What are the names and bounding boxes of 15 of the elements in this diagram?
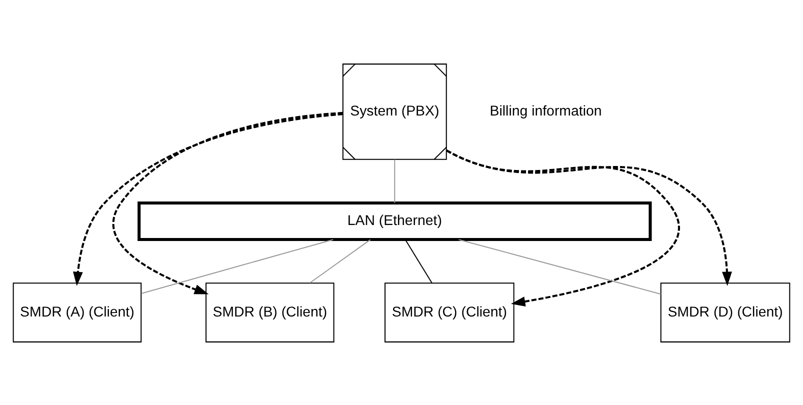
arrow — [72, 112, 343, 286]
connector — [405, 239, 432, 283]
label: Billing information — [490, 102, 602, 119]
connector — [458, 238, 661, 294]
node-box: SMDR (A) (Client) — [12, 282, 142, 342]
node-box: SMDR (C) (Client) — [384, 282, 514, 342]
arrow — [112, 111, 343, 294]
node-box: LAN (Ethernet) — [138, 200, 652, 241]
node-box: SMDR (D) (Client) — [660, 282, 790, 342]
arrow — [446, 149, 732, 286]
connector — [394, 159, 396, 202]
arrow — [446, 148, 680, 306]
connector — [141, 238, 334, 294]
connector — [310, 238, 371, 283]
node-box: SMDR (B) (Client) — [206, 282, 334, 342]
